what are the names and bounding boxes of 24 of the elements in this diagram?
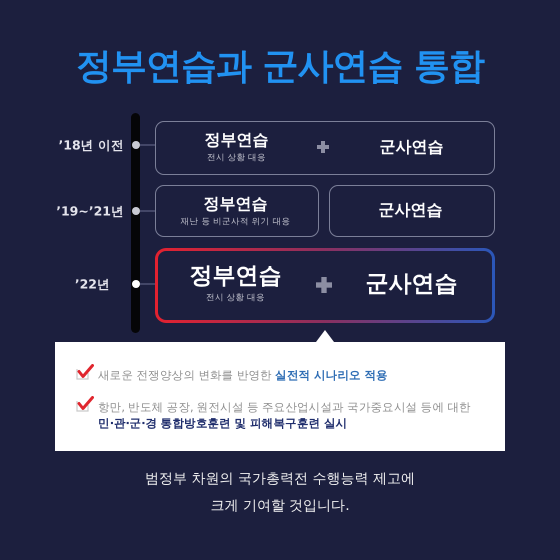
checklist-text: 항만, 반도체 공장, 원전시설 등 주요산업시설과 국가중요시설 등에 대한 민·관·군·경 통합방호훈련 및 피해복구훈련 실시 bbox=[98, 399, 472, 431]
connector-line bbox=[140, 144, 155, 146]
period-box bbox=[155, 185, 319, 237]
checklist-text: 새로운 전쟁양상의 변화를 반영한 실전적 시나리오 적용 bbox=[98, 367, 389, 383]
period-box bbox=[155, 121, 495, 175]
closing-statement: 범정부 차원의 국가총력전 수행능력 제고에 크게 기여할 것입니다. bbox=[144, 470, 416, 516]
callout-box bbox=[55, 330, 505, 451]
highlighted-period-box bbox=[155, 248, 495, 323]
connector-line bbox=[140, 210, 155, 212]
year-label: ’18년 이전 bbox=[58, 138, 124, 152]
exercise-note: 재난 등 비군사적 위기 대응 bbox=[180, 216, 290, 227]
exercise-name: 군사연습 bbox=[380, 137, 444, 156]
exercise-name: 정부연습 bbox=[190, 262, 282, 289]
exercise-name: 군사연습 bbox=[366, 270, 458, 297]
connector-line bbox=[140, 283, 155, 285]
year-label: ’19~’21년 bbox=[56, 204, 124, 218]
exercise-name: 군사연습 bbox=[378, 200, 442, 219]
exercise-note: 전시 상황 대응 bbox=[206, 292, 266, 303]
period-box bbox=[329, 185, 495, 237]
title: 정부연습과 군사연습 통합 bbox=[76, 45, 484, 89]
year-label: ’22년 bbox=[74, 276, 110, 292]
exercise-note: 전시 상황 대응 bbox=[206, 152, 266, 163]
exercise-name: 정부연습 bbox=[204, 130, 268, 149]
exercise-name: 정부연습 bbox=[204, 194, 268, 213]
